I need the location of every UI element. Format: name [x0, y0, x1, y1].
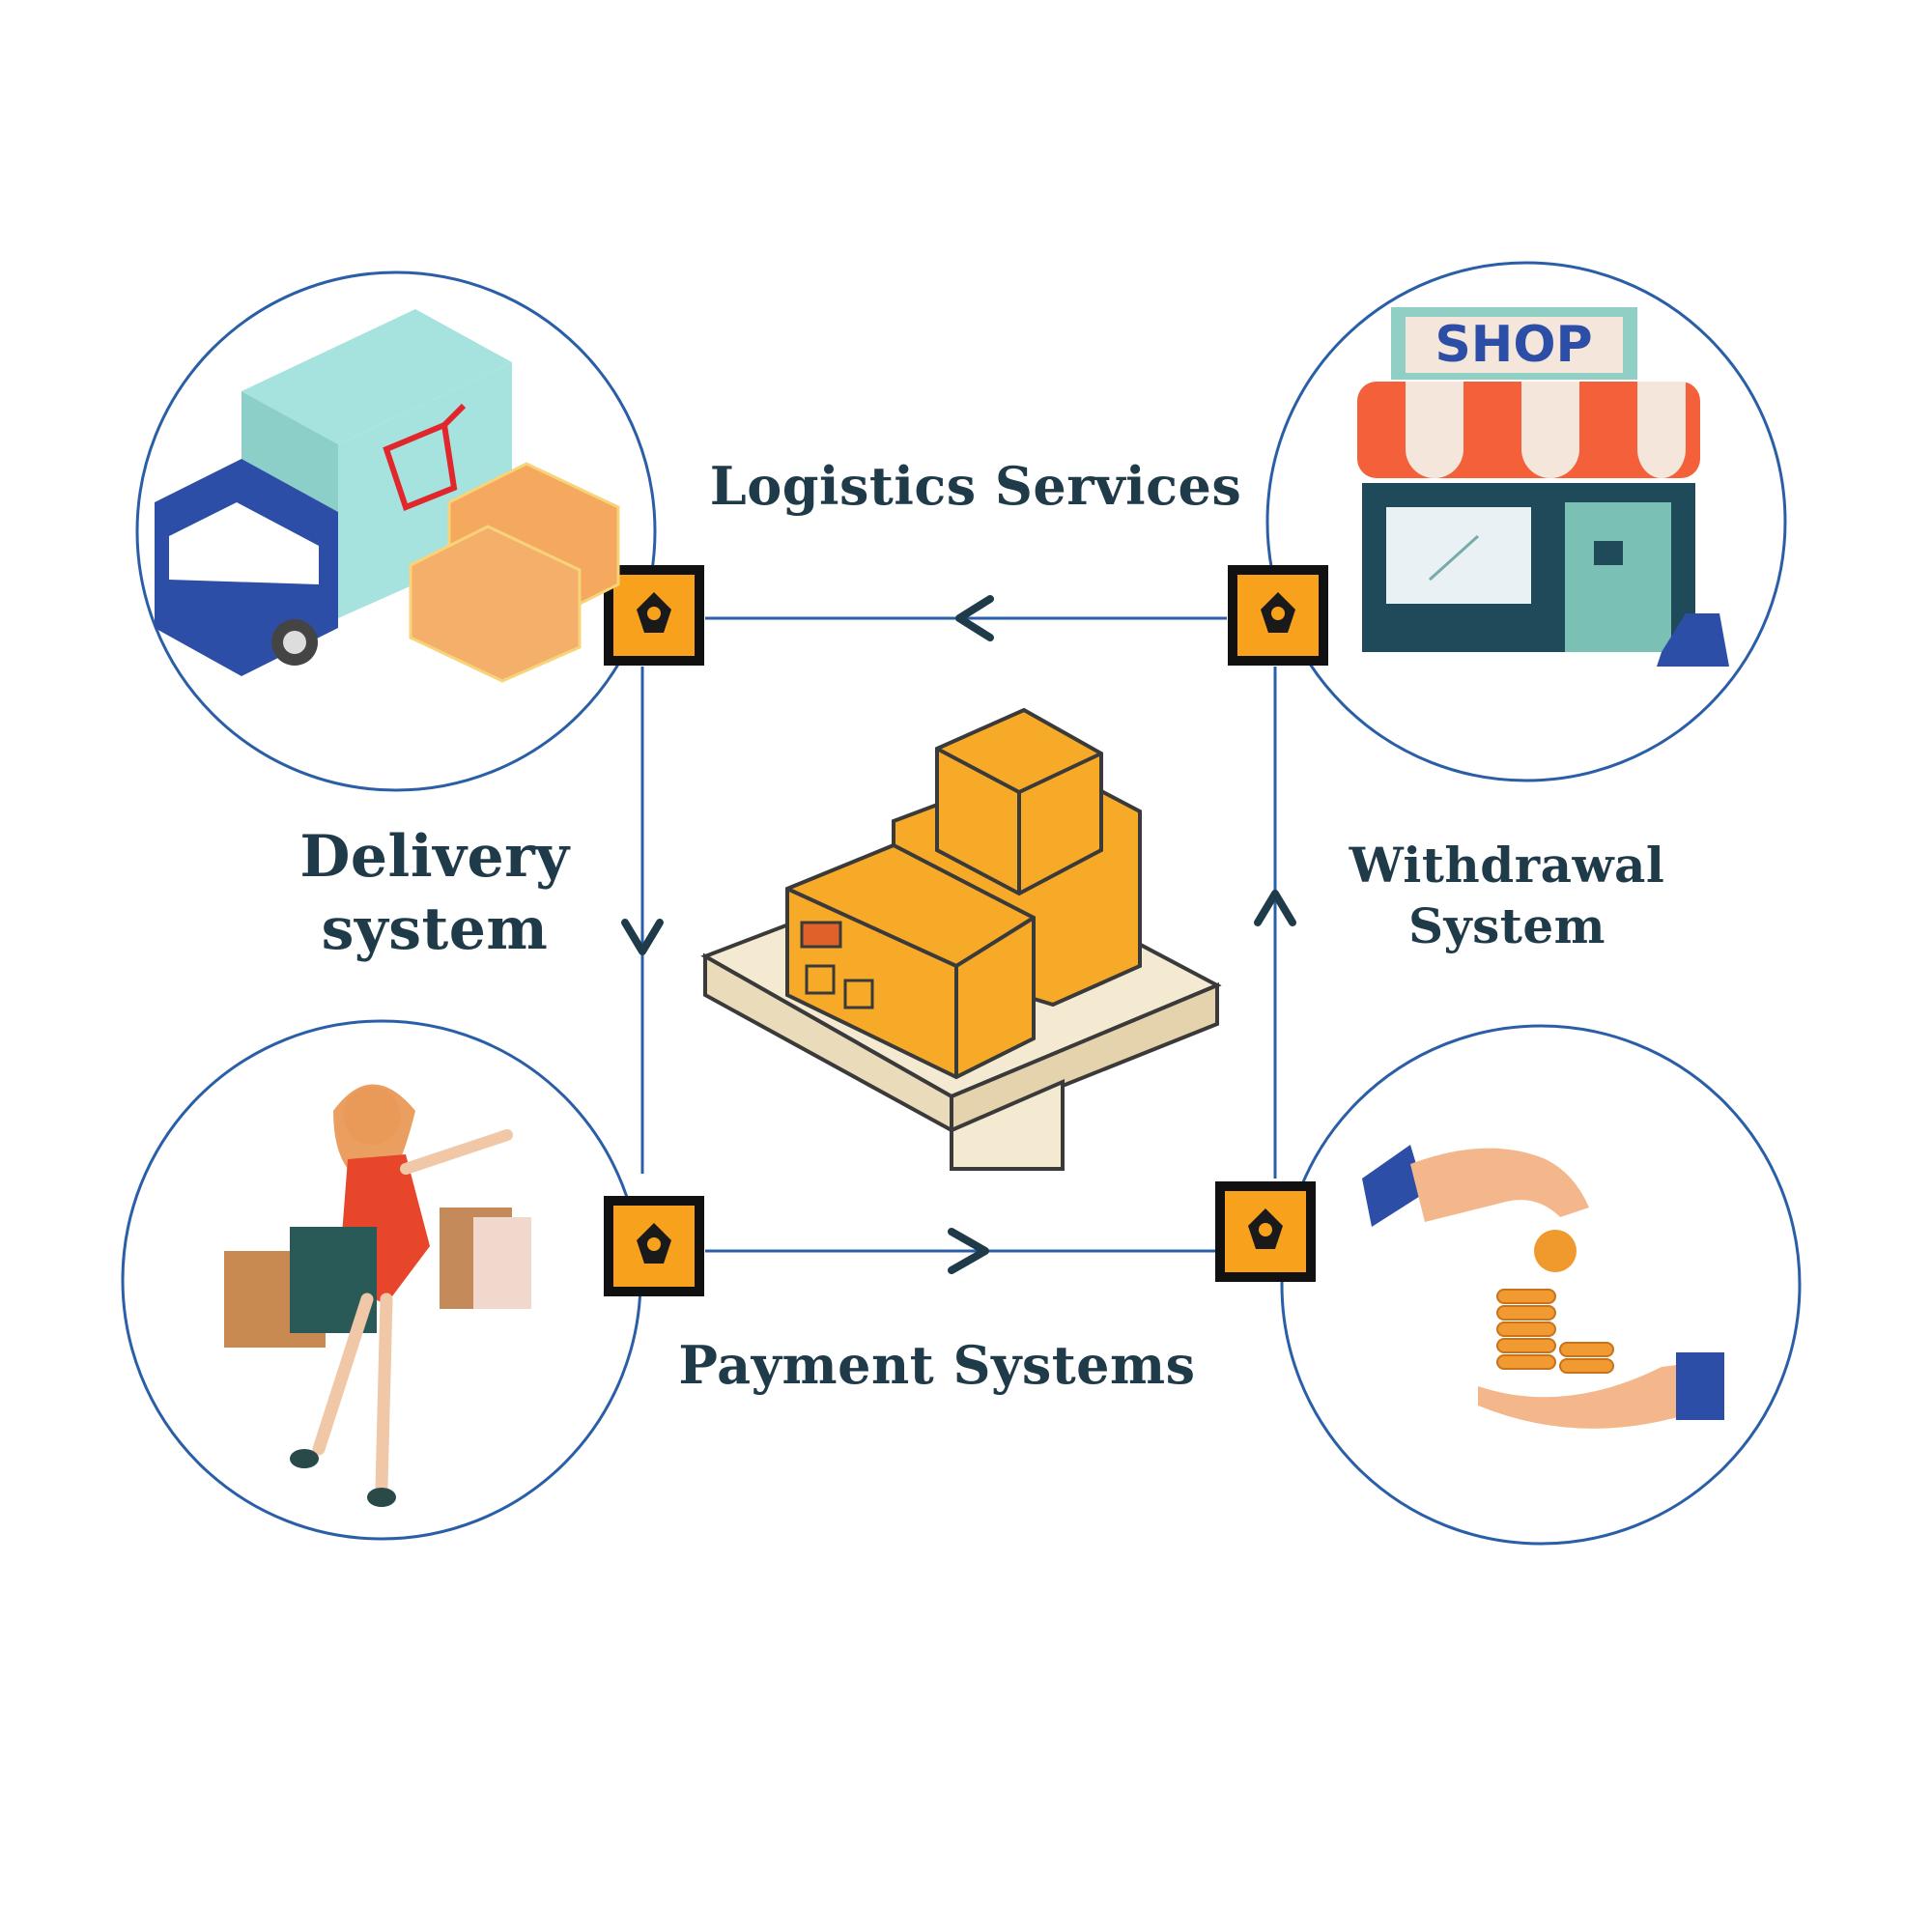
- coin-payment-hands-icon: [1362, 1145, 1724, 1429]
- delivery-label-line-2: system: [321, 895, 549, 963]
- shopping-woman-icon: [224, 1084, 531, 1507]
- withdrawal-label-line-1: Withdrawal: [1349, 837, 1665, 894]
- delivery-system-label: Delivery system: [261, 821, 609, 966]
- arrow-down-icon: [621, 919, 664, 955]
- arrow-left-icon: [955, 595, 994, 641]
- delivery-truck-icon: [155, 309, 620, 683]
- delivery-label-line-1: Delivery: [299, 823, 570, 891]
- logistics-services-label: Logistics Services: [709, 455, 1242, 517]
- withdrawal-label-line-2: System: [1407, 896, 1606, 954]
- shop-sign: SHOP: [1435, 316, 1592, 374]
- payment-systems-label: Payment Systems: [678, 1334, 1196, 1396]
- delivery-circle: [135, 270, 657, 792]
- payment-circle: [1280, 1024, 1802, 1546]
- shop-storefront-icon: SHOP: [1357, 307, 1729, 667]
- badge-bottom-left: [604, 1196, 704, 1296]
- badge-top-right: [1228, 565, 1328, 666]
- arrow-up-icon: [1254, 890, 1296, 926]
- withdrawal-system-label: Withdrawal System: [1323, 836, 1690, 956]
- arrow-right-icon: [948, 1228, 989, 1274]
- badge-bottom-right: [1215, 1181, 1316, 1282]
- pallet-boxes-icon: [700, 707, 1222, 1171]
- shop-circle: [1265, 261, 1787, 782]
